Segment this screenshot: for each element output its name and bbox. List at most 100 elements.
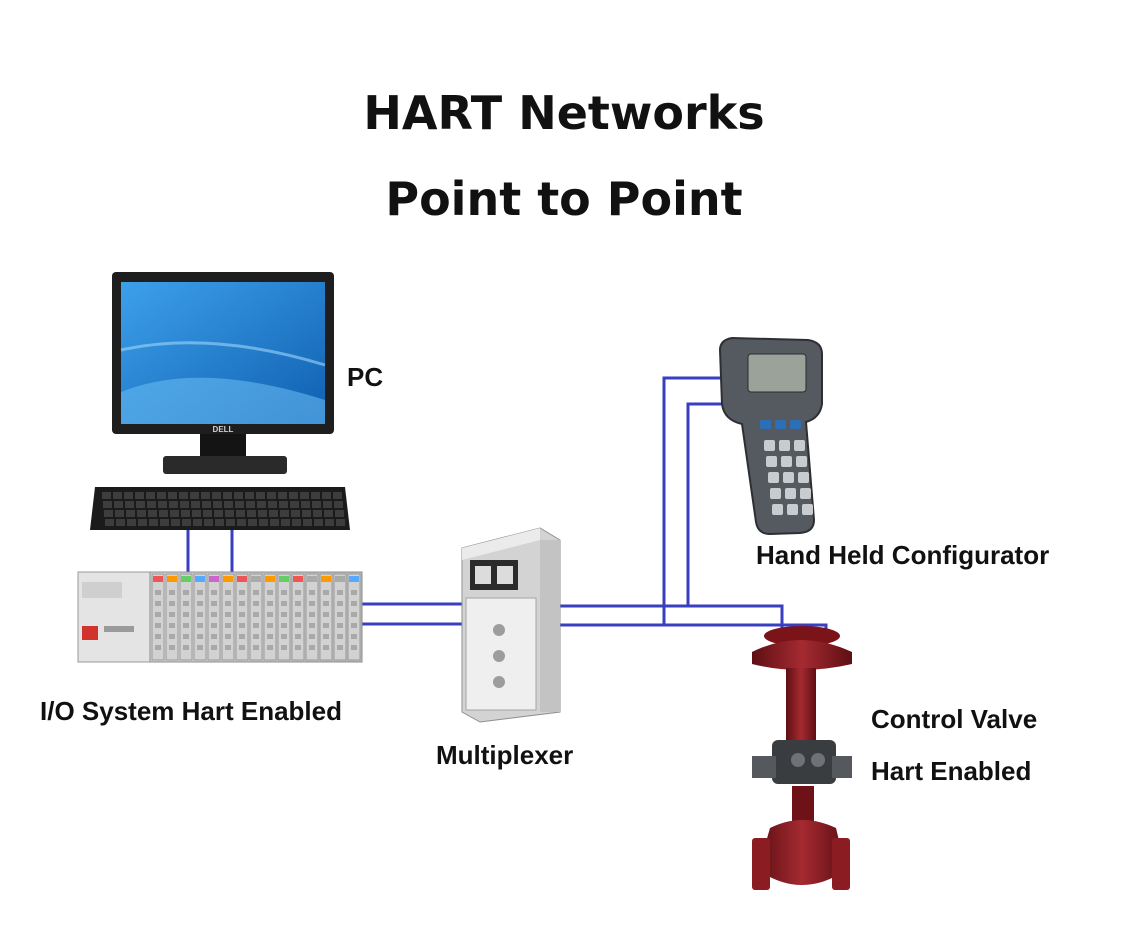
- io-module-terminal: [197, 601, 203, 606]
- keyboard-key: [291, 510, 300, 517]
- io-module-terminal: [183, 623, 189, 628]
- keyboard-key: [257, 501, 266, 508]
- keyboard-key: [289, 492, 298, 499]
- keyboard-key: [124, 492, 133, 499]
- keyboard-key: [201, 492, 210, 499]
- control-valve-icon: [752, 626, 852, 890]
- keyboard-key: [312, 501, 321, 508]
- io-module-terminal: [225, 623, 231, 628]
- keyboard-key: [237, 519, 246, 526]
- io-module-tag: [321, 576, 331, 582]
- keyboard-key: [280, 510, 289, 517]
- keyboard-key: [136, 501, 145, 508]
- io-module-terminal: [267, 601, 273, 606]
- keyboard-key: [212, 492, 221, 499]
- keyboard-key: [102, 492, 111, 499]
- io-module-terminal: [337, 601, 343, 606]
- keyboard-key: [324, 510, 333, 517]
- keyboard-key: [190, 492, 199, 499]
- keyboard-key: [223, 492, 232, 499]
- keyboard-key: [160, 519, 169, 526]
- io-module-terminal: [183, 601, 189, 606]
- io-module-terminal: [239, 601, 245, 606]
- io-module-terminal: [253, 623, 259, 628]
- io-module-terminal: [337, 612, 343, 617]
- handheld-label: Hand Held Configurator: [756, 540, 1050, 570]
- io-module-terminal: [239, 623, 245, 628]
- keyboard-key: [270, 519, 279, 526]
- keyboard-key: [157, 492, 166, 499]
- io-module-terminal: [337, 590, 343, 595]
- io-module-terminal: [281, 634, 287, 639]
- io-module-terminal: [211, 612, 217, 617]
- io-module-terminal: [225, 634, 231, 639]
- io-module-tag: [237, 576, 247, 582]
- io-module-terminal: [309, 634, 315, 639]
- multiplexer-icon: [461, 527, 561, 723]
- io-module-terminal: [155, 612, 161, 617]
- keyboard-key: [146, 492, 155, 499]
- io-module-terminal: [253, 612, 259, 617]
- io-module-terminal: [197, 623, 203, 628]
- handheld-key: [781, 456, 792, 467]
- io-module-terminal: [155, 590, 161, 595]
- keyboard-key: [149, 519, 158, 526]
- io-module-terminal: [253, 601, 259, 606]
- keyboard-key: [135, 492, 144, 499]
- io-module-terminal: [183, 645, 189, 650]
- io-module-terminal: [169, 645, 175, 650]
- handheld-key: [766, 456, 777, 467]
- io-module-terminal: [281, 645, 287, 650]
- io-module-terminal: [225, 645, 231, 650]
- keyboard-key: [300, 492, 309, 499]
- io-module-terminal: [169, 612, 175, 617]
- wire-handheld-a: [662, 376, 724, 625]
- io-module-tag: [181, 576, 191, 582]
- handheld-nav-key: [760, 420, 771, 429]
- keyboard-key: [302, 510, 311, 517]
- keyboard-key: [170, 510, 179, 517]
- io-module-terminal: [281, 590, 287, 595]
- io-module-terminal: [337, 623, 343, 628]
- handheld-configurator-icon: [718, 336, 823, 536]
- io-module-terminal: [309, 601, 315, 606]
- io-module-tag: [335, 576, 345, 582]
- io-module-terminal: [183, 612, 189, 617]
- keyboard-key: [322, 492, 331, 499]
- io-module-terminal: [323, 634, 329, 639]
- keyboard-key: [292, 519, 301, 526]
- keyboard-key: [281, 519, 290, 526]
- keyboard-key: [203, 510, 212, 517]
- handheld-key: [787, 504, 798, 515]
- keyboard-key: [258, 510, 267, 517]
- io-module-terminal: [351, 634, 357, 639]
- io-module-terminal: [155, 601, 161, 606]
- keyboard-key: [268, 501, 277, 508]
- io-rack-icon: [77, 571, 363, 663]
- io-module-terminal: [183, 590, 189, 595]
- keyboard-key: [114, 501, 123, 508]
- keyboard-key: [248, 519, 257, 526]
- keyboard-key: [226, 519, 235, 526]
- keyboard-key: [115, 510, 124, 517]
- keyboard-key: [116, 519, 125, 526]
- io-module-terminal: [337, 645, 343, 650]
- hart-enabled-label: Hart Enabled: [871, 756, 1032, 786]
- io-module-tag: [167, 576, 177, 582]
- io-module-terminal: [155, 634, 161, 639]
- keyboard-key: [125, 501, 134, 508]
- keyboard-key: [105, 519, 114, 526]
- io-module-terminal: [197, 612, 203, 617]
- io-module-terminal: [323, 645, 329, 650]
- keyboard-key: [215, 519, 224, 526]
- io-module-terminal: [309, 612, 315, 617]
- keyboard-key: [147, 501, 156, 508]
- io-module-terminal: [197, 634, 203, 639]
- handheld-key: [764, 440, 775, 451]
- io-module-terminal: [211, 601, 217, 606]
- keyboard-key: [181, 510, 190, 517]
- io-module-terminal: [183, 634, 189, 639]
- keyboard-key: [127, 519, 136, 526]
- keyboard-key: [267, 492, 276, 499]
